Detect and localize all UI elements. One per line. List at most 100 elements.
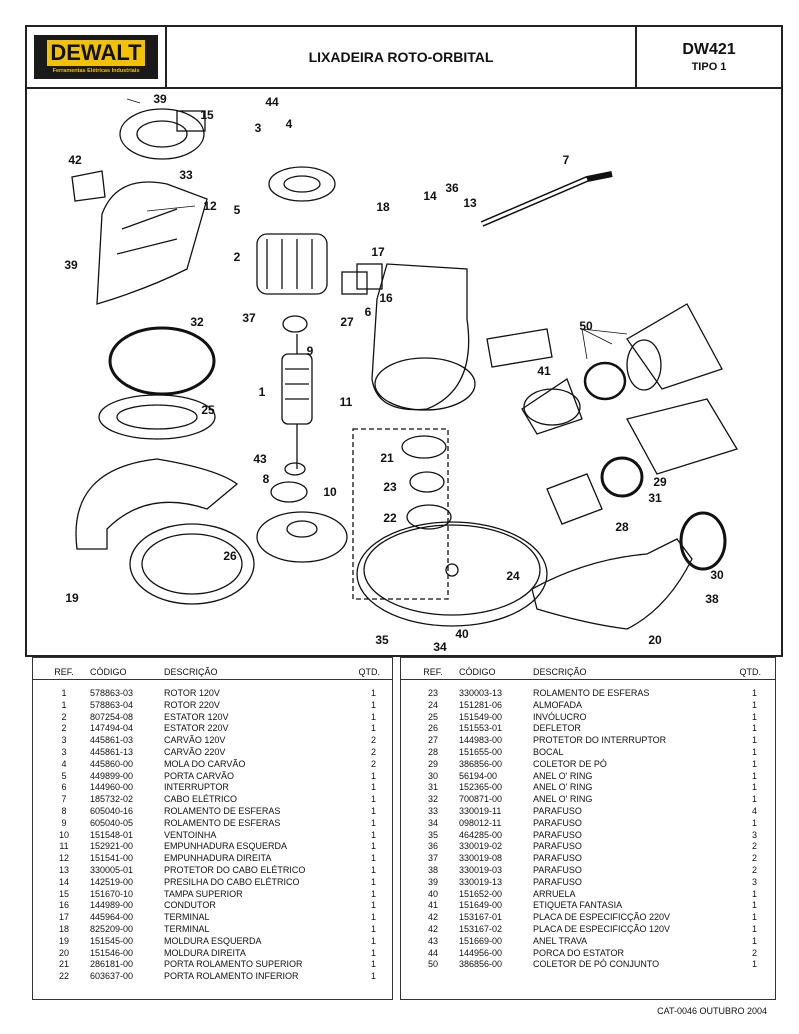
cell-desc: PORTA ROLAMENTO INFERIOR xyxy=(164,971,299,982)
cell-ref: 1 xyxy=(61,699,67,710)
callout-5: 5 xyxy=(233,203,241,217)
cell-code: 700871-00 xyxy=(459,794,503,805)
callout-15: 15 xyxy=(200,108,214,122)
cell-desc: DEFLETOR xyxy=(533,723,581,734)
cell-code: 144989-00 xyxy=(90,900,134,911)
cell-qty: 2 xyxy=(370,747,376,757)
cell-desc: TERMINAL xyxy=(164,912,210,923)
cell-desc: MOLDURA DIREITA xyxy=(164,947,246,958)
cell-code: 151652-00 xyxy=(459,888,503,899)
callout-44: 44 xyxy=(265,95,279,109)
callout-29: 29 xyxy=(653,475,667,489)
cell-ref: 43 xyxy=(427,935,438,946)
cell-qty: 2 xyxy=(370,735,376,746)
cell-desc: PARAFUSO xyxy=(533,806,582,816)
cell-qty: 2 xyxy=(370,758,376,769)
cell-desc: CABO ELÉTRICO xyxy=(164,794,238,805)
cell-desc: PROTETOR DO INTERRUPTOR xyxy=(533,735,667,746)
cell-ref: 10 xyxy=(58,829,69,840)
cell-code: 151669-00 xyxy=(459,935,503,946)
cell-code: 151548-01 xyxy=(90,829,134,840)
callout-7: 7 xyxy=(562,153,570,167)
cell-desc: MOLDURA ESQUERDA xyxy=(164,935,262,946)
cell-desc: PARAFUSO xyxy=(533,876,582,887)
callout-1: 1 xyxy=(258,385,266,399)
cell-desc: ESTATOR 220V xyxy=(164,723,229,734)
cell-desc: ESTATOR 120V xyxy=(164,711,229,722)
cell-qty: 1 xyxy=(370,817,376,828)
cell-desc: ETIQUETA FANTASIA xyxy=(533,900,623,911)
header-ref: REF. xyxy=(423,667,443,677)
cell-qty: 1 xyxy=(751,711,757,722)
cell-qty: 1 xyxy=(370,841,376,852)
catalog-footer: CAT-0046 OUTUBRO 2004 xyxy=(657,1006,767,1016)
cell-desc: MOLA DO CARVÃO xyxy=(164,758,246,769)
bearing-9 xyxy=(282,315,308,333)
cell-qty: 1 xyxy=(751,935,757,946)
cell-qty: 1 xyxy=(751,782,757,793)
cell-desc: ROTOR 120V xyxy=(164,688,220,698)
cell-code: 151655-00 xyxy=(459,747,503,757)
cell-code: 386856-00 xyxy=(459,959,503,970)
sanding-pad-24 xyxy=(356,521,548,627)
cell-ref: 26 xyxy=(427,723,438,734)
header-desc: DESCRIÇÃO xyxy=(164,667,218,677)
cell-qty: 1 xyxy=(370,876,376,887)
cell-desc: PARAFUSO xyxy=(533,853,582,864)
cell-code: 330003-13 xyxy=(459,688,503,698)
callout-32: 32 xyxy=(190,315,204,329)
cell-code: 151545-00 xyxy=(90,935,134,946)
cell-desc: PLACA DE ESPECIFICÇÃO 120V xyxy=(533,924,671,934)
cell-qty: 1 xyxy=(751,794,757,805)
cell-desc: PORCA DO ESTATOR xyxy=(533,947,625,958)
cell-code: 153167-01 xyxy=(459,912,503,923)
model-cell: DW421 TIPO 1 xyxy=(637,27,781,87)
header-qty: QTD. xyxy=(358,667,381,677)
callout-8: 8 xyxy=(262,472,270,486)
cell-desc: ROTOR 220V xyxy=(164,699,220,710)
cell-qty: 1 xyxy=(751,959,757,970)
callout-28: 28 xyxy=(615,520,629,534)
cell-desc: PROTETOR DO CABO ELÉTRICO xyxy=(164,865,306,875)
cell-qty: 1 xyxy=(370,912,376,923)
callout-4: 4 xyxy=(285,117,293,131)
callout-35: 35 xyxy=(375,633,389,647)
top-cover xyxy=(119,108,206,160)
label-plate xyxy=(71,170,106,202)
cell-ref: 35 xyxy=(427,829,438,840)
armature xyxy=(281,334,313,469)
cell-desc: PORTA ROLAMENTO SUPERIOR xyxy=(164,959,303,970)
model-number: DW421 xyxy=(682,41,736,58)
dust-collector-50 xyxy=(521,303,723,435)
fan-10 xyxy=(256,511,348,563)
cell-ref: 21 xyxy=(58,959,69,970)
callout-30: 30 xyxy=(710,568,724,582)
dust-bag-29 xyxy=(626,398,738,475)
bearing-holder-22 xyxy=(406,504,452,530)
cell-qty: 1 xyxy=(370,853,376,864)
cell-desc: VENTOINHA xyxy=(164,829,217,840)
callout-36: 36 xyxy=(445,181,459,195)
cell-qty: 1 xyxy=(370,829,376,840)
header: DEWALT Ferramentas Elétricas Industriais… xyxy=(25,25,783,89)
cell-code: 330019-13 xyxy=(459,876,503,887)
cell-ref: 31 xyxy=(427,782,438,793)
right-shroud-20 xyxy=(531,538,693,630)
